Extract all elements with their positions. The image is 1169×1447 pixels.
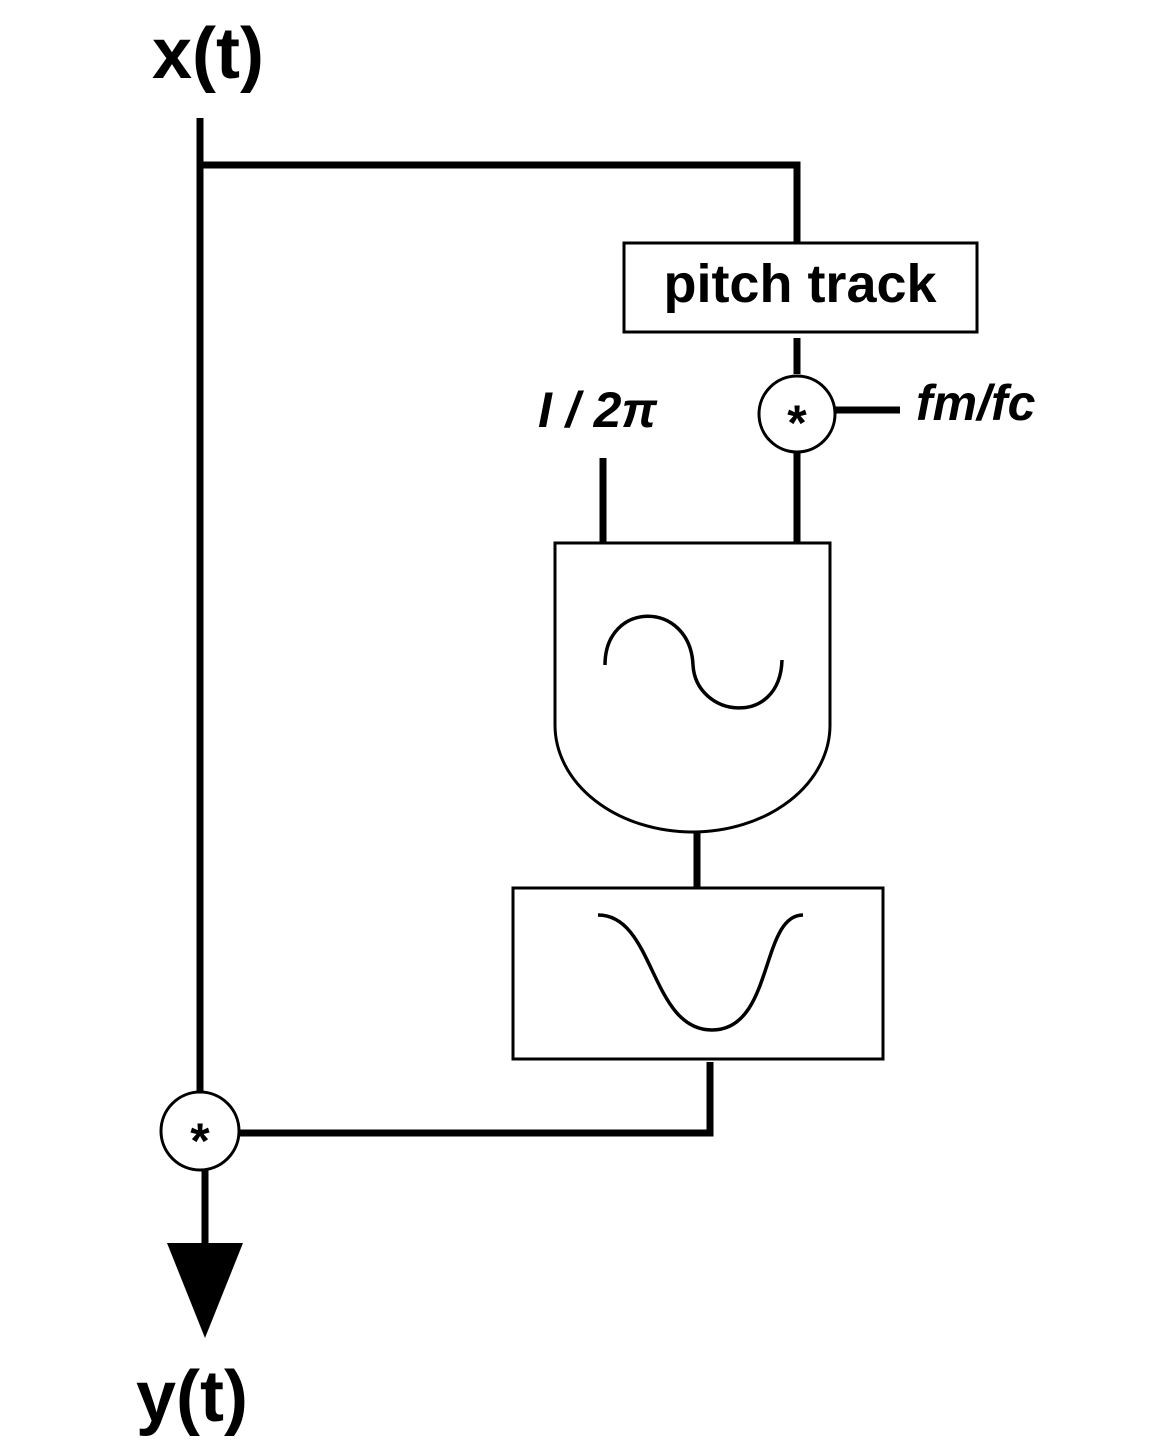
output-multiplier-symbol: *	[190, 1113, 210, 1169]
sine-oscillator-block	[553, 541, 832, 834]
pitch-track-label: pitch track	[663, 254, 937, 314]
sine-oscillator-icon	[603, 614, 784, 710]
pitch-track-block: pitch track	[622, 241, 979, 334]
ratio-multiplier: *	[757, 374, 837, 454]
index-label: I / 2π	[538, 382, 658, 438]
input-label: x(t)	[152, 14, 264, 94]
transfer-function-icon	[597, 913, 804, 1032]
ratio-label: fm/fc	[916, 375, 1036, 431]
output-multiplier: *	[159, 1090, 241, 1172]
output-label: y(t)	[136, 1357, 248, 1437]
waveshaper-to-multiplier-wire	[238, 1062, 714, 1137]
waveshaper-block	[511, 886, 885, 1061]
arrow-down-icon	[167, 1243, 243, 1338]
branch-to-pitch-track-wire	[200, 161, 801, 243]
ratio-multiplier-symbol: *	[787, 395, 807, 451]
multiply-icon	[159, 1090, 241, 1172]
